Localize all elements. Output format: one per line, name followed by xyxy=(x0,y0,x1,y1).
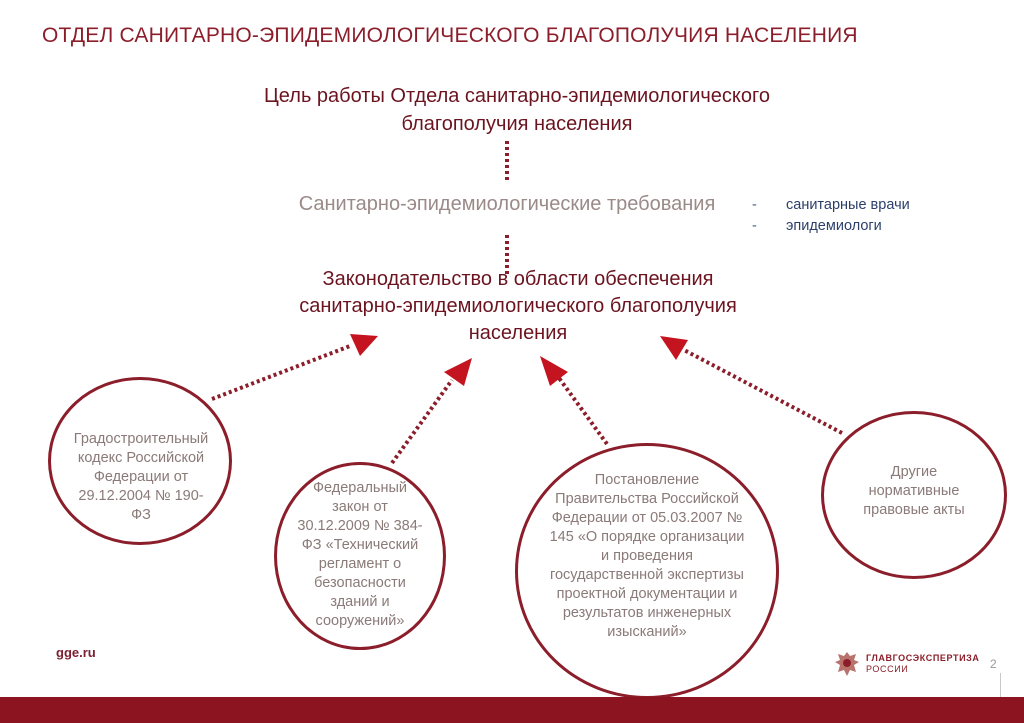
law-line-3: населения xyxy=(468,322,568,344)
source-line: Федеральный xyxy=(313,480,407,496)
source-line: результатов инженерных xyxy=(562,605,732,621)
list-dash: - xyxy=(752,218,757,234)
specialist-label: эпидемиологи xyxy=(786,218,882,234)
logo-text: ГЛАВГОСЭКСПЕРТИЗА РОССИИ xyxy=(866,653,980,675)
source-text-other-acts: Другие нормативные правовые акты xyxy=(829,463,999,520)
slide-title: ОТДЕЛ САНИТАРНО-ЭПИДЕМИОЛОГИЧЕСКОГО БЛАГ… xyxy=(42,24,858,47)
source-circle-other-acts xyxy=(821,411,1007,579)
source-line: 29.12.2004 № 190- xyxy=(78,488,204,504)
source-line: проектной документации и xyxy=(556,586,738,602)
source-line: сооружений» xyxy=(315,613,405,629)
source-text-federal-law: Федеральный закон от 30.12.2009 № 384- Ф… xyxy=(280,479,440,631)
goal-line-1: Цель работы Отдела санитарно-эпидемиолог… xyxy=(264,85,770,107)
source-line: зданий и xyxy=(330,594,390,610)
source-circle-federal-law xyxy=(274,462,446,650)
source-line: 30.12.2009 № 384- xyxy=(297,518,423,534)
source-line: Федерации от xyxy=(93,469,189,485)
specialists-list: - санитарные врачи - эпидемиологи xyxy=(752,195,910,237)
source-line: Правительства Российской xyxy=(555,491,739,507)
source-line: безопасности xyxy=(314,575,406,591)
footer-site-link[interactable]: gge.ru xyxy=(56,645,96,660)
eagle-emblem-icon xyxy=(835,652,859,676)
source-line: регламент о xyxy=(318,556,402,572)
law-line-2: санитарно-эпидемиологического благополуч… xyxy=(299,295,737,317)
requirements-text: Санитарно-эпидемиологические требования xyxy=(298,193,716,215)
source-line: и проведения xyxy=(601,548,693,564)
source-line: Постановление xyxy=(594,472,700,488)
arrowhead-4 xyxy=(660,336,688,360)
arrow-line-3 xyxy=(557,376,609,446)
logo-line-2: РОССИИ xyxy=(866,664,909,674)
source-line: нормативные xyxy=(868,483,960,499)
source-text-government-resolution: Постановление Правительства Российской Ф… xyxy=(530,471,764,642)
arrowhead-2 xyxy=(444,358,472,386)
goal-text: Цель работы Отдела санитарно-эпидемиолог… xyxy=(212,82,822,138)
arrow-line-2 xyxy=(390,378,454,465)
logo: ГЛАВГОСЭКСПЕРТИЗА РОССИИ xyxy=(834,650,980,678)
arrowhead-3 xyxy=(540,356,568,386)
specialist-item: - санитарные врачи xyxy=(752,195,910,216)
source-line: ФЗ «Технический xyxy=(301,537,419,553)
list-dash: - xyxy=(752,197,757,213)
source-line: Другие xyxy=(890,464,938,480)
source-line: изысканий» xyxy=(607,624,687,640)
source-text-urban-code: Градостроительный кодекс Российской Феде… xyxy=(56,430,226,525)
source-circle-government-resolution xyxy=(515,443,779,699)
footer-divider xyxy=(1000,673,1001,697)
specialist-label: санитарные врачи xyxy=(786,197,910,213)
page-number: 2 xyxy=(990,657,997,671)
source-line: 145 «О порядке организации xyxy=(549,529,745,545)
law-line-1: Законодательство в области обеспечения xyxy=(322,268,714,290)
law-text: Законодательство в области обеспечения с… xyxy=(246,266,790,347)
arrow-line-1 xyxy=(211,344,351,401)
source-line: закон от xyxy=(332,499,388,515)
source-circle-urban-code xyxy=(48,377,232,545)
source-line: правовые акты xyxy=(863,502,965,518)
source-line: государственной экспертизы xyxy=(550,567,744,583)
source-line: кодекс Российской xyxy=(77,450,205,466)
logo-line-1: ГЛАВГОСЭКСПЕРТИЗА xyxy=(866,653,980,663)
arrow-line-4 xyxy=(683,348,843,435)
source-line: Федерации от 05.03.2007 № xyxy=(551,510,743,526)
arrowhead-1 xyxy=(350,334,378,356)
specialist-item: - эпидемиологи xyxy=(752,216,910,237)
goal-line-2: благополучия населения xyxy=(401,113,633,135)
source-line: Градостроительный xyxy=(73,431,209,447)
bottom-color-band xyxy=(0,697,1024,723)
source-line: ФЗ xyxy=(131,507,151,523)
